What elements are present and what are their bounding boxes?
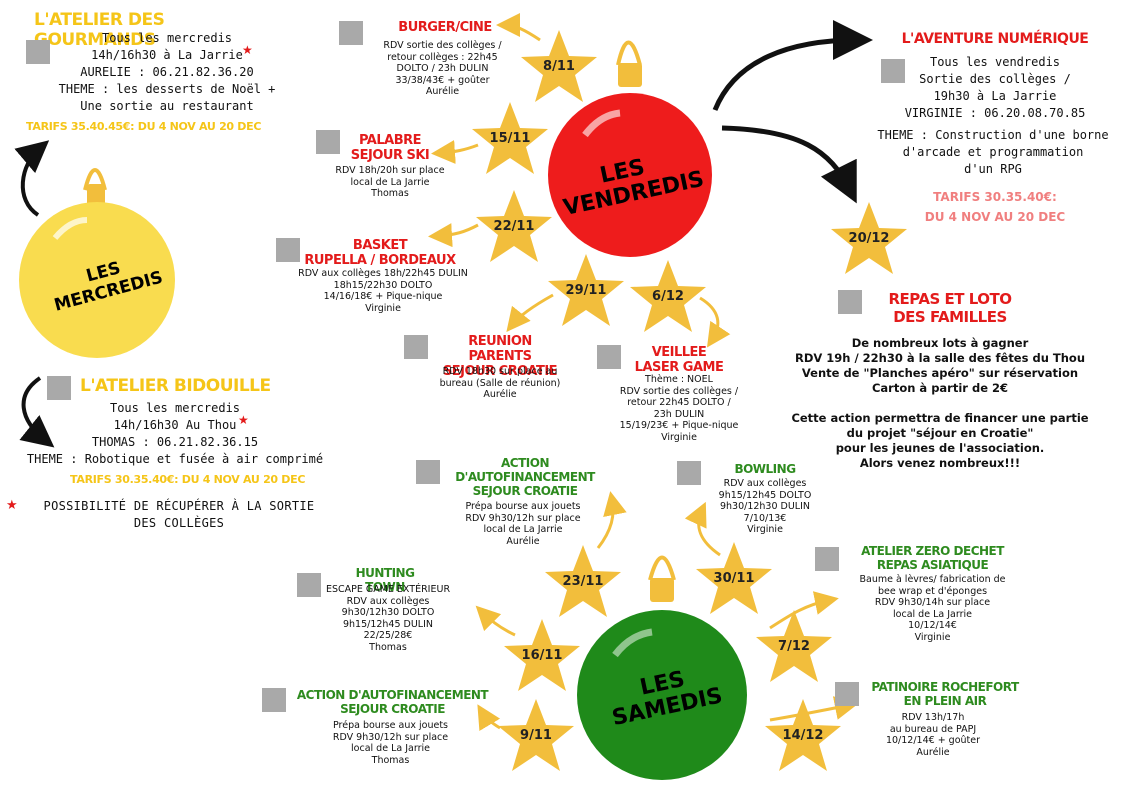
- event-patinoire-checkbox[interactable]: [835, 682, 859, 706]
- event-hunting-details: ESCAPE GAME EXTÉRIEUR RDV aux collèges 9…: [325, 584, 451, 653]
- event-autofin2-details: Prépa bourse aux jouets RDV 9h30/12h sur…: [332, 720, 449, 766]
- vendredis-ornament: [548, 40, 712, 257]
- aventure-theme: THEME : Construction d'une borne d'arcad…: [877, 128, 1109, 176]
- note-text: POSSIBILITÉ DE RÉCUPÉRER À LA SORTIE DES…: [43, 499, 315, 530]
- event-reunion-checkbox[interactable]: [404, 335, 428, 359]
- event-patinoire-title: Patinoire Rochefort en plein air: [871, 680, 1019, 708]
- arrow-vendredis-2012: [721, 125, 857, 204]
- star-20-12: 20/12: [829, 200, 909, 276]
- event-hunting-title: Hunting Town: [355, 566, 415, 594]
- event-zerodechet-title: Atelier Zero Dechet Repas Asiatique: [861, 544, 1004, 572]
- gourmands-red-star-icon: ★: [242, 43, 253, 57]
- event-laser-checkbox[interactable]: [597, 345, 621, 369]
- bidouille-info: Tous les mercredis 14h/16h30 Au Thou THO…: [26, 401, 324, 466]
- note-red-star-icon: ★: [6, 498, 18, 513]
- mercredis-ornament: [19, 168, 175, 358]
- star-30-11: 30/11: [694, 540, 774, 616]
- star-29-11: 29/11: [546, 252, 626, 328]
- event-autofin1-details: Prépa bourse aux jouets RDV 9h30/12h sur…: [465, 501, 581, 547]
- gourmands-checkbox[interactable]: [26, 40, 50, 64]
- arrow-mercredis-down: [19, 376, 55, 448]
- aventure-title: L'Aventure Numérique: [901, 31, 1089, 47]
- event-zerodechet-checkbox[interactable]: [815, 547, 839, 571]
- gourmands-tarifs: TARIFS 35.40.45€: du 4 nov au 20 dec: [26, 120, 262, 133]
- event-bowling-details: RDV aux collèges 9h15/12h45 DOLTO 9h30/1…: [718, 478, 812, 535]
- event-laser-title: Veillee Laser Game: [634, 345, 724, 375]
- star-6-12: 6/12: [628, 258, 708, 334]
- bidouille-checkbox[interactable]: [47, 376, 71, 400]
- bidouille-tarifs: TARIFS 30.35.40€: du 4 nov au 20 dec: [70, 473, 306, 486]
- event-basket-checkbox[interactable]: [276, 238, 300, 262]
- star-14-12: 14/12: [763, 697, 843, 773]
- event-bowling-checkbox[interactable]: [677, 461, 701, 485]
- event-reunion-title: Reunion Parents sejour Croatie: [442, 334, 558, 379]
- aventure-tarifs: TARIFS 30.35.40€: du 4 nov au 20 dec: [924, 190, 1066, 224]
- gourmands-info: Tous les mercredis 14h/16h30 à La Jarrie…: [58, 31, 276, 113]
- aventure-checkbox[interactable]: [881, 59, 905, 83]
- star-7-12: 7/12: [754, 608, 834, 684]
- event-zerodechet-details: Baume à lèvres/ fabrication de bee wrap …: [859, 574, 1006, 643]
- event-reunion-details: RDV 18h30 sur place au bureau (Salle de …: [439, 366, 561, 400]
- loto-description: De nombreux lots à gagner RDV 19h / 22h3…: [791, 336, 1089, 470]
- bidouille-red-star-icon: ★: [238, 413, 249, 427]
- event-basket-details: RDV aux collèges 18h/22h45 DULIN 18h15/2…: [298, 268, 468, 314]
- loto-title: Repas et Loto des familles: [888, 290, 1012, 326]
- event-burger-title: Burger/Cine: [398, 20, 492, 35]
- event-autofin2-checkbox[interactable]: [262, 688, 286, 712]
- event-basket-title: Basket Rupella / Bordeaux: [304, 238, 456, 268]
- event-laser-details: Thème : NOEL RDV sortie des collèges / r…: [619, 374, 739, 443]
- event-palabre-checkbox[interactable]: [316, 130, 340, 154]
- event-autofin1-checkbox[interactable]: [416, 460, 440, 484]
- aventure-info: Tous les vendredis Sortie des collèges /…: [904, 55, 1086, 120]
- event-burger-checkbox[interactable]: [339, 21, 363, 45]
- loto-checkbox[interactable]: [838, 290, 862, 314]
- bidouille-title: L'Atelier Bidouille: [80, 376, 271, 396]
- event-bowling-title: Bowling: [734, 462, 796, 476]
- samedis-ornament: [577, 555, 747, 780]
- event-patinoire-details: RDV 13h/17h au bureau de PAPJ 10/12/14€ …: [885, 712, 981, 758]
- event-autofin2-title: Action d'autofinancement sejour Croatie: [296, 688, 489, 716]
- arrow-vendredis-aventure: [712, 20, 873, 111]
- star-15-11: 15/11: [470, 100, 550, 176]
- event-hunting-checkbox[interactable]: [297, 573, 321, 597]
- star-22-11: 22/11: [474, 188, 554, 264]
- star-8-11: 8/11: [519, 28, 599, 104]
- arrow-mercredis-up: [14, 140, 50, 217]
- star-16-11: 16/11: [502, 617, 582, 693]
- star-9-11: 9/11: [496, 697, 576, 773]
- event-burger-details: RDV sortie des collèges / retour collège…: [383, 40, 502, 97]
- event-autofin1-title: Action d'autofinancement sejour Croatie: [455, 456, 595, 498]
- star-23-11: 23/11: [543, 543, 623, 619]
- event-palabre-details: RDV 18h/20h sur place local de La Jarrie…: [335, 165, 445, 199]
- gourmands-title: L'Atelier des Gourmands: [34, 10, 165, 50]
- event-palabre-title: Palabre Sejour Ski: [350, 133, 430, 163]
